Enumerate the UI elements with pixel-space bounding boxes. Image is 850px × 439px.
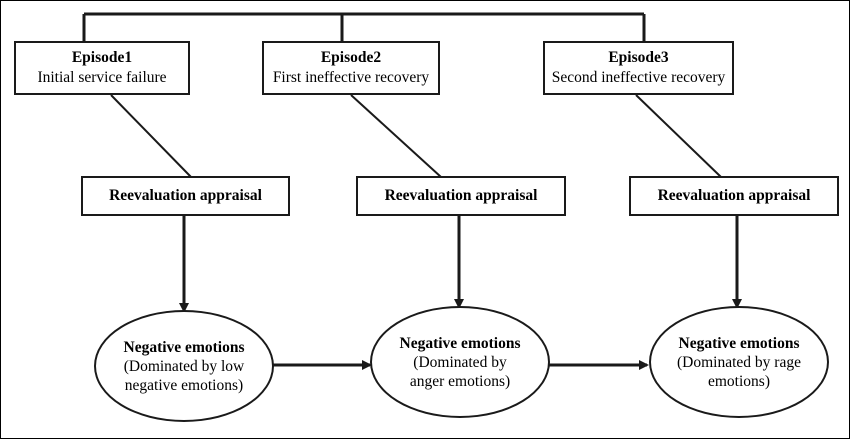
episode-1-title: Episode1 — [71, 49, 133, 66]
emotion-3-detail: (Dominated by rage emotions) — [677, 353, 801, 390]
episode1-to-appraisal1-line — [110, 94, 192, 178]
appraisal-1-label: Reevaluation appraisal — [109, 187, 262, 204]
episode-2-title: Episode2 — [320, 49, 382, 66]
episode-1-box: Episode1 Initial service failure — [14, 41, 190, 95]
episode-2-subtitle: First ineffective recovery — [272, 69, 430, 86]
episode-2-box: Episode2 First ineffective recovery — [262, 41, 440, 95]
appraisal-2-box: Reevaluation appraisal — [356, 176, 566, 216]
episode-3-subtitle: Second ineffective recovery — [551, 69, 726, 86]
appraisal-3-label: Reevaluation appraisal — [657, 187, 811, 204]
episode2-to-appraisal2-line — [350, 94, 442, 178]
emotion-3-ellipse: Negative emotions (Dominated by rage emo… — [649, 306, 829, 418]
appraisal-3-box: Reevaluation appraisal — [629, 176, 839, 216]
emotion-2-title: Negative emotions — [399, 334, 521, 352]
emotion-1-title: Negative emotions — [123, 338, 245, 356]
emotion-2-detail: (Dominated by anger emotions) — [409, 353, 511, 390]
emotion-1-detail: (Dominated by low negative emotions) — [123, 357, 245, 394]
emotion-3-title: Negative emotions — [678, 334, 800, 352]
appraisal-2-label: Reevaluation appraisal — [384, 187, 538, 204]
episode-1-subtitle: Initial service failure — [37, 69, 167, 86]
appraisal-1-box: Reevaluation appraisal — [81, 176, 290, 216]
emotion-1-ellipse: Negative emotions (Dominated by low nega… — [94, 310, 274, 422]
emotion-2-ellipse: Negative emotions (Dominated by anger em… — [370, 306, 550, 418]
episode-3-title: Episode3 — [608, 49, 669, 66]
episode-3-box: Episode3 Second ineffective recovery — [543, 41, 734, 95]
episode3-to-appraisal3-line — [635, 94, 722, 178]
